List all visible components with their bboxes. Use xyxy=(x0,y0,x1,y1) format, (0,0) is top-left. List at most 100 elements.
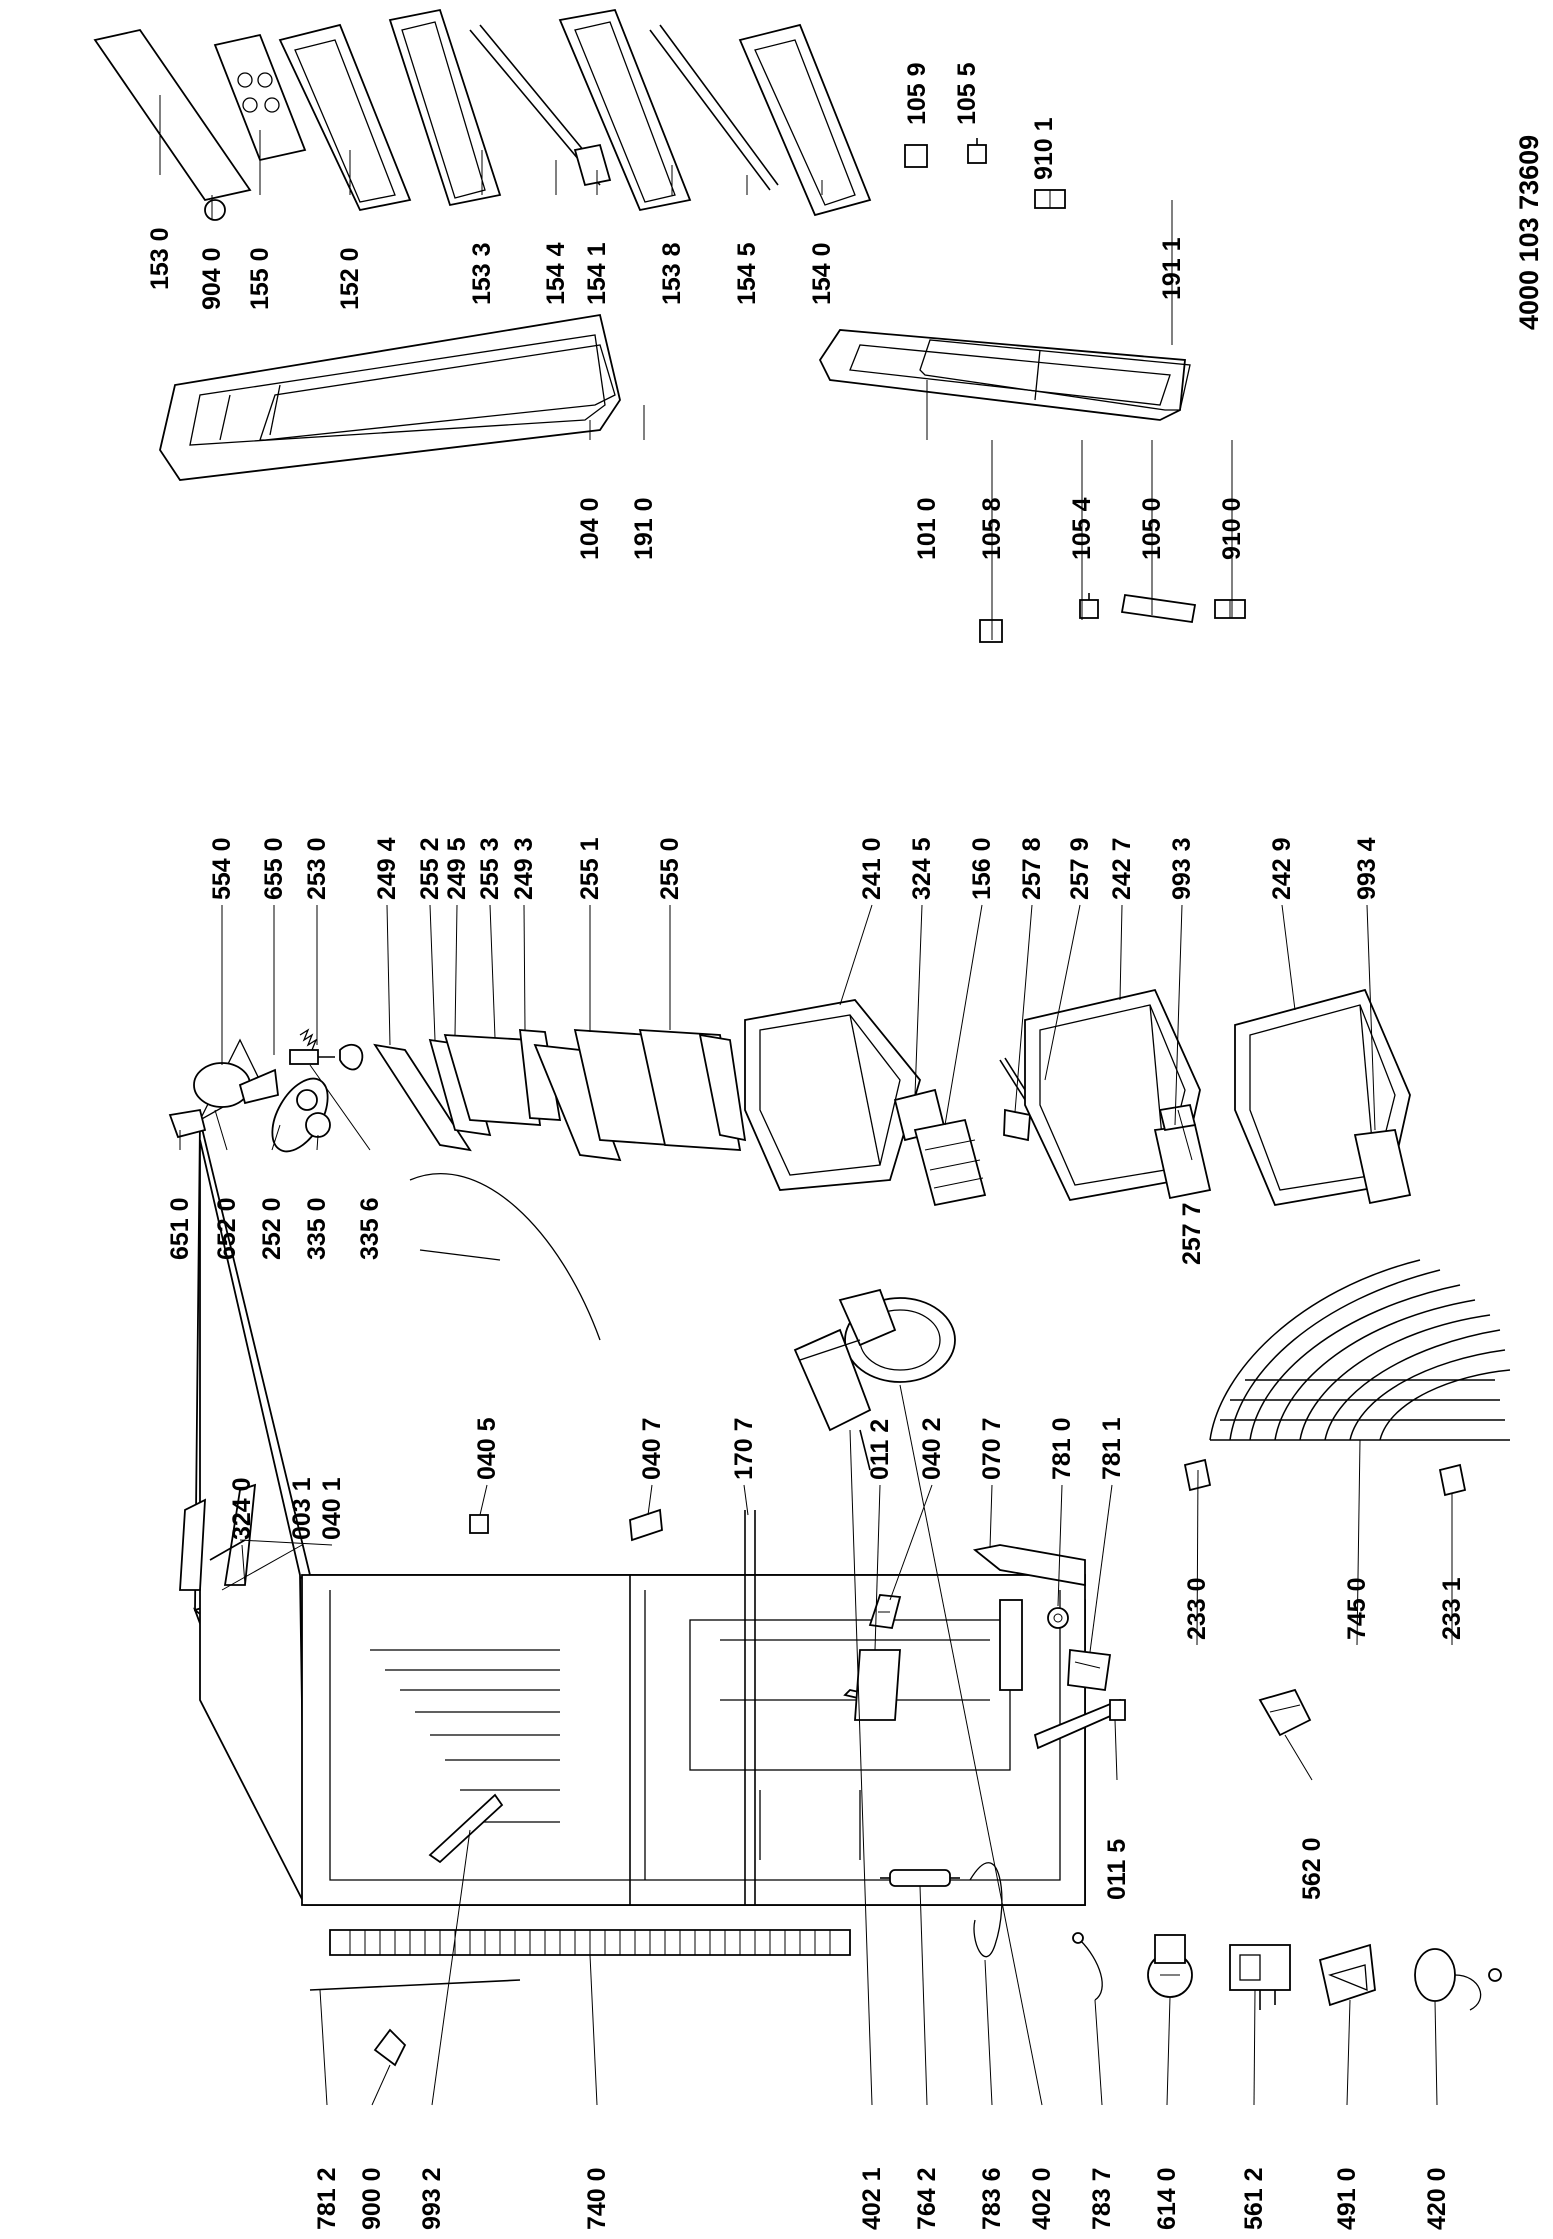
label-7642: 764 2 xyxy=(913,2167,941,2230)
compressor xyxy=(793,1288,956,1471)
capacitor xyxy=(1414,1948,1502,2011)
label-0405: 040 5 xyxy=(473,1417,501,1480)
label-2530: 253 0 xyxy=(303,837,331,900)
relay-cover xyxy=(1318,1943,1376,2007)
fridge-door-panel xyxy=(159,313,621,481)
light-housing xyxy=(168,1062,279,1139)
crisper-drawer-top xyxy=(744,999,921,1191)
label-1520: 152 0 xyxy=(336,247,364,310)
label-1055: 105 5 xyxy=(953,62,981,125)
door-bin-medium-1 xyxy=(388,8,502,207)
label-2550: 255 0 xyxy=(656,837,684,900)
egg-tray xyxy=(213,33,307,162)
label-1010: 101 0 xyxy=(913,497,941,560)
label-5620: 562 0 xyxy=(1298,1837,1326,1900)
label-1550: 155 0 xyxy=(246,247,274,310)
foot-screw xyxy=(1047,1607,1069,1629)
freezer-door-panel xyxy=(818,329,1186,421)
spring xyxy=(299,1028,318,1051)
part-labels: 153 0 904 0 155 0 152 0 153 3 154 4 154 … xyxy=(146,62,1544,2230)
label-2520: 252 0 xyxy=(258,1197,286,1260)
rail-lower xyxy=(1033,1698,1126,1750)
label-6510: 651 0 xyxy=(166,1197,194,1260)
clip-900 xyxy=(373,2028,407,2067)
label-9040: 904 0 xyxy=(198,247,226,310)
label-2427: 242 7 xyxy=(1108,837,1136,900)
label-1040: 104 0 xyxy=(576,497,604,560)
relay-unit xyxy=(1229,1944,1291,2010)
rail-upper xyxy=(843,1649,901,1721)
label-4910: 491 0 xyxy=(1333,2167,1361,2230)
hinge-pin xyxy=(967,138,987,164)
label-2579: 257 9 xyxy=(1066,837,1094,900)
label-0402: 040 2 xyxy=(918,1417,946,1480)
shelf-glass-lower xyxy=(638,1029,747,1151)
crisper-cover-3 xyxy=(1353,1129,1412,1205)
label-9000: 900 0 xyxy=(358,2167,386,2230)
door-stop xyxy=(1079,593,1099,619)
label-1707: 170 7 xyxy=(730,1417,758,1480)
handle-strip xyxy=(1120,593,1197,624)
label-4021: 402 1 xyxy=(858,2167,886,2230)
label-3356: 335 6 xyxy=(356,1197,384,1260)
door-bin-large xyxy=(278,23,412,212)
filter-dryer xyxy=(880,1869,960,1887)
label-7836: 783 6 xyxy=(978,2167,1006,2230)
label-3350: 335 0 xyxy=(303,1197,331,1260)
cover-plate-small xyxy=(469,1514,489,1534)
bottom-trim xyxy=(972,1544,1086,1691)
capillary-tube xyxy=(969,1862,1003,1958)
label-9934: 993 4 xyxy=(1353,837,1381,900)
trim-strip xyxy=(744,1510,756,1905)
label-2578: 257 8 xyxy=(1018,837,1046,900)
thermostat-knob xyxy=(1147,1934,1193,1998)
freezer-door-gasket xyxy=(919,339,1191,411)
trim-bracket xyxy=(629,1508,663,1542)
heater-element xyxy=(428,1793,504,1864)
relay-bracket xyxy=(1258,1688,1312,1737)
top-hinge-bracket xyxy=(179,1483,257,1591)
condenser-grille xyxy=(329,1929,851,1956)
label-0707: 070 7 xyxy=(978,1417,1006,1480)
label-2553: 255 3 xyxy=(476,837,504,900)
door-bin-long xyxy=(93,28,252,221)
label-2429: 242 9 xyxy=(1268,837,1296,900)
label-2410: 241 0 xyxy=(858,837,886,900)
label-4200: 420 0 xyxy=(1423,2167,1451,2230)
drawer-handle-1 xyxy=(1003,1108,1031,1142)
wire-rack xyxy=(1209,1259,1511,1441)
bottle-divider xyxy=(573,143,612,187)
hinge-plate-upper xyxy=(1034,189,1066,209)
label-6520: 652 0 xyxy=(213,1197,241,1260)
hinge-cover-lower xyxy=(979,619,1003,643)
label-5612: 561 2 xyxy=(1240,2167,1268,2230)
label-2551: 255 1 xyxy=(576,837,604,900)
label-1560: 156 0 xyxy=(968,837,996,900)
label-1541: 154 1 xyxy=(583,242,611,305)
ice-tray xyxy=(913,1118,987,1207)
label-1538: 153 8 xyxy=(658,242,686,305)
label-3245: 324 5 xyxy=(908,837,936,900)
foot-plate xyxy=(1067,1648,1112,1692)
label-0401: 040 1 xyxy=(318,1477,346,1540)
label-7811: 781 1 xyxy=(1098,1417,1126,1480)
label-1059: 105 9 xyxy=(903,62,931,125)
label-2552: 255 2 xyxy=(416,837,444,900)
light-switch xyxy=(289,1049,335,1065)
label-2577: 257 7 xyxy=(1178,1202,1206,1265)
label-0115: 011 5 xyxy=(1103,1839,1131,1900)
drain-rod xyxy=(309,1979,521,1991)
label-7812: 781 2 xyxy=(313,2167,341,2230)
door-bin-medium-2 xyxy=(558,8,692,212)
label-5540: 554 0 xyxy=(208,837,236,900)
label-0407: 040 7 xyxy=(638,1417,666,1480)
label-9933: 993 3 xyxy=(1168,837,1196,900)
light-cover-clip xyxy=(339,1043,364,1071)
label-1540: 154 0 xyxy=(808,242,836,305)
label-0031: 003 1 xyxy=(288,1477,316,1540)
door-rail-bar xyxy=(649,24,779,191)
crisper-cover-2 xyxy=(1153,1124,1212,1200)
label-4020: 402 0 xyxy=(1028,2167,1056,2230)
label-2493: 249 3 xyxy=(510,837,538,900)
